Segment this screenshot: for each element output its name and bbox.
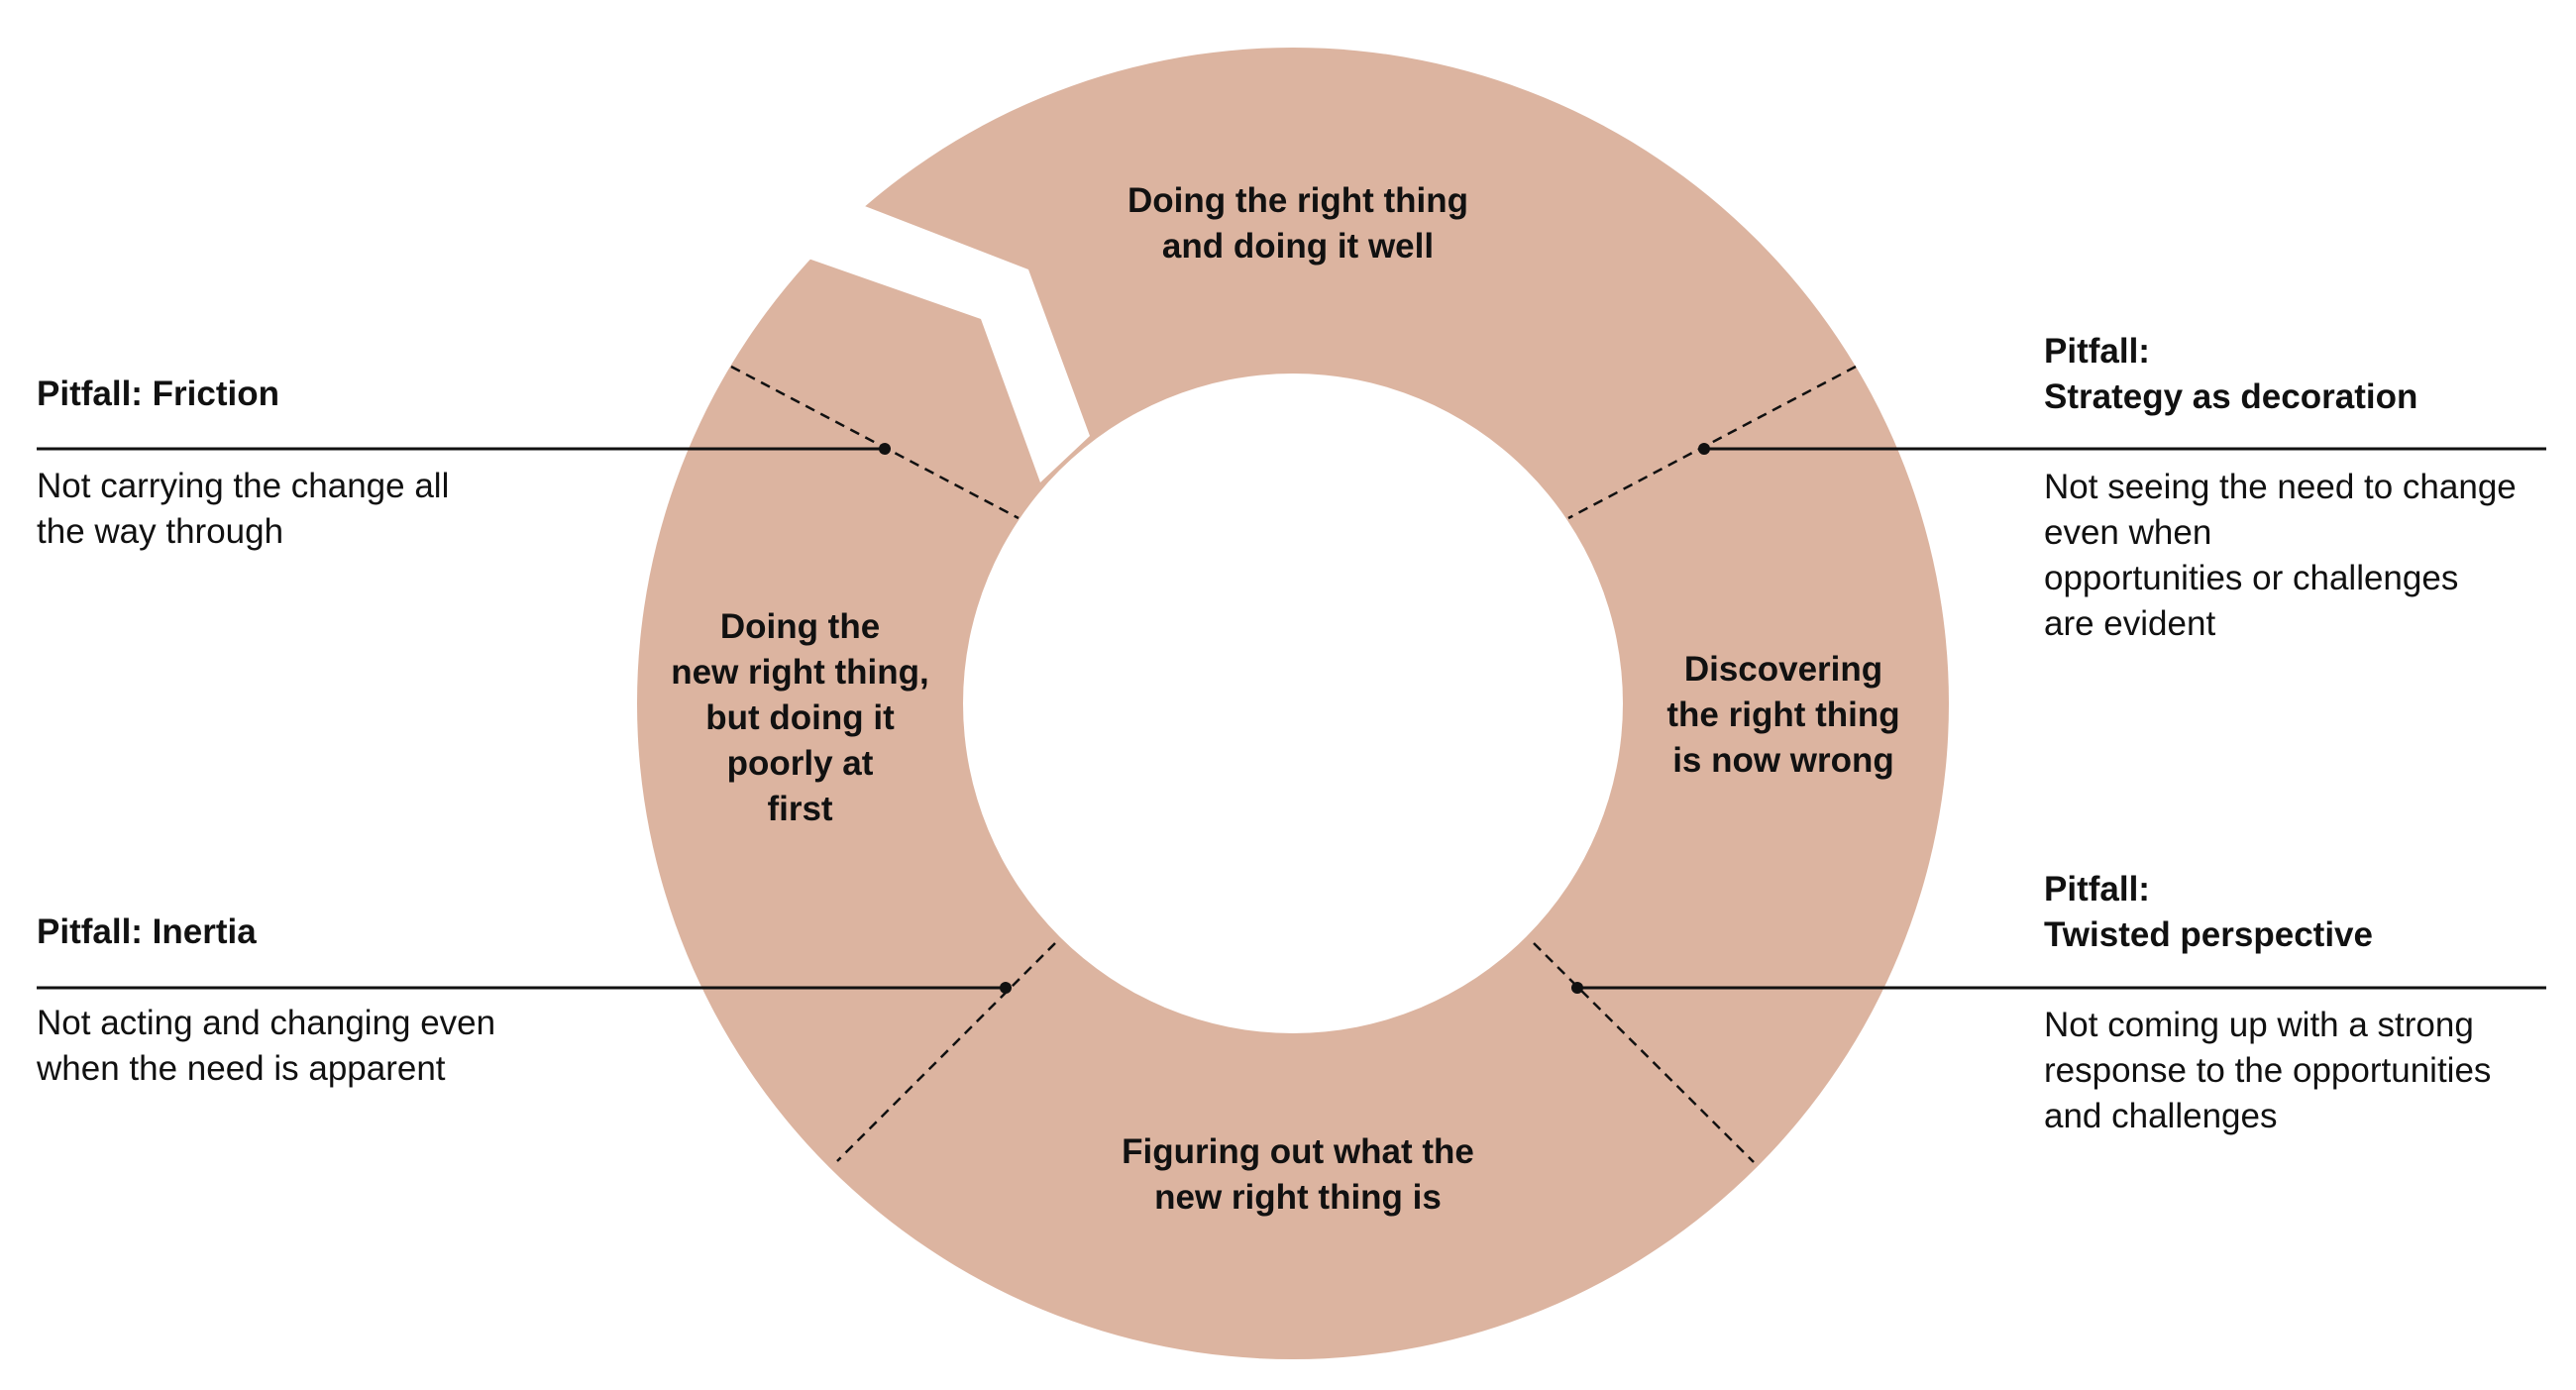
segment-label-right: Discovering the right thing is now wrong (1666, 650, 1900, 780)
divider-upper-left (730, 365, 1020, 520)
dot-twisted (1571, 982, 1583, 994)
pitfall-inertia: Pitfall: Inertia Not acting and changing… (37, 909, 631, 1092)
segment-label-bottom: Figuring out what the new right thing is (1122, 1132, 1474, 1217)
pitfall-twisted: Pitfall: Twisted perspective Not coming … (2044, 867, 2569, 1139)
pitfall-title: Pitfall: Twisted perspective (2044, 870, 2373, 954)
dot-friction (879, 443, 891, 455)
pitfall-description: Not carrying the change all the way thro… (37, 467, 450, 551)
dot-inertia (1000, 982, 1012, 994)
divider-lower-left (836, 942, 1056, 1162)
segment-label-left: Doing the new right thing, but doing it … (671, 607, 929, 828)
pitfall-title: Pitfall: Inertia (37, 912, 257, 951)
pitfall-title: Pitfall: Strategy as decoration (2044, 332, 2418, 416)
dot-strategy (1698, 443, 1710, 455)
pitfall-strategy: Pitfall: Strategy as decoration Not seei… (2044, 329, 2569, 647)
pitfall-description: Not acting and changing even when the ne… (37, 1004, 496, 1088)
pitfall-title: Pitfall: Friction (37, 374, 279, 413)
pitfall-description: Not coming up with a strong response to … (2044, 1006, 2492, 1135)
divider-upper-right (1567, 365, 1857, 520)
segment-label-top: Doing the right thing and doing it well (1127, 181, 1469, 266)
divider-lower-right (1533, 942, 1755, 1163)
pitfall-friction: Pitfall: Friction Not carrying the chang… (37, 372, 631, 555)
pitfall-description: Not seeing the need to change even when … (2044, 468, 2517, 643)
